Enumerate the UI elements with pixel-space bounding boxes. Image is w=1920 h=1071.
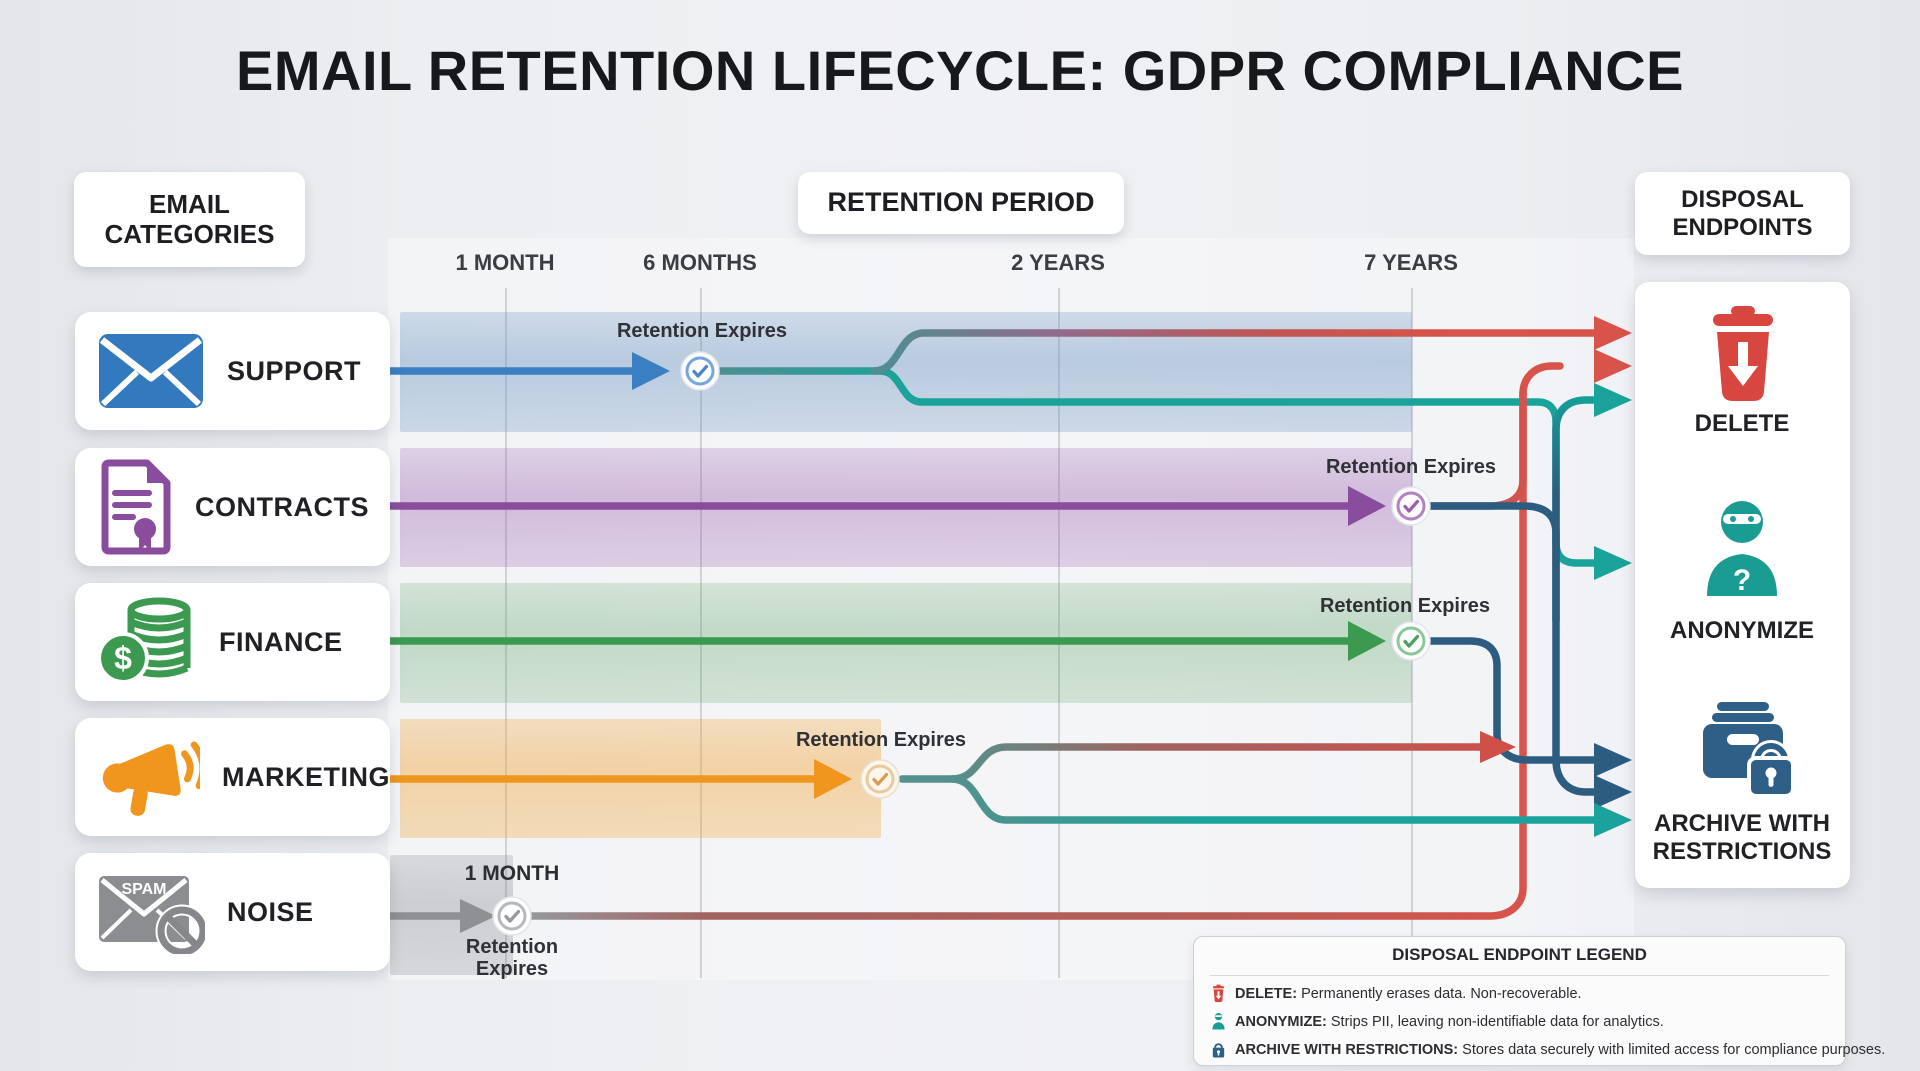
noise-expires-line2: Expires <box>475 958 549 980</box>
legend-delete-desc: Permanently erases data. Non-recoverable… <box>1301 985 1582 1002</box>
noise-category-card: SPAM NOISE <box>75 853 390 971</box>
contracts-document-icon <box>101 459 171 555</box>
support-envelope-icon <box>99 334 203 408</box>
noise-spam-envelope-icon: SPAM <box>99 876 205 954</box>
support-label: SUPPORT <box>227 355 362 386</box>
legend-anonymize-term: ANONYMIZE: <box>1235 1013 1327 1030</box>
legend-delete-term: DELETE: <box>1235 985 1298 1002</box>
marketing-megaphone-icon <box>102 741 200 816</box>
email-categories-header: EMAIL CATEGORIES <box>74 172 305 267</box>
support-retention-band <box>400 312 1412 432</box>
noise-milestone-label: 1 MONTH <box>464 862 560 885</box>
disposal-endpoint-legend: DISPOSAL ENDPOINT LEGEND DELETE: Permane… <box>1193 936 1885 1066</box>
timeline-label-6-months: 6 MONTHS <box>643 250 757 275</box>
marketing-label: MARKETING <box>222 761 390 792</box>
anonymize-person-icon: ? <box>1707 501 1777 597</box>
legend-title: DISPOSAL ENDPOINT LEGEND <box>1392 945 1647 964</box>
contracts-expires-label: Retention Expires <box>1325 456 1497 478</box>
legend-archive-icon <box>1212 1043 1225 1058</box>
retention-period-label: RETENTION PERIOD <box>827 187 1095 218</box>
finance-retention-band <box>400 583 1412 703</box>
disposal-endpoints-line2: ENDPOINTS <box>1672 213 1813 241</box>
noise-expires-line1: Retention <box>465 936 559 958</box>
support-category-card: SUPPORT <box>75 312 390 430</box>
spam-text: SPAM <box>121 881 166 898</box>
contracts-label: CONTRACTS <box>195 491 369 522</box>
legend-anonymize-icon <box>1212 1013 1225 1030</box>
finance-expires-label: Retention Expires <box>1319 595 1491 617</box>
archive-endpoint-label-line2: RESTRICTIONS <box>1652 838 1832 865</box>
timeline-label-2-years: 2 YEARS <box>1011 250 1105 275</box>
finance-category-card: $ FINANCE <box>75 583 390 701</box>
noise-label: NOISE <box>227 896 314 927</box>
marketing-expires-label: Retention Expires <box>795 729 967 751</box>
archive-lock-icon <box>1703 702 1795 798</box>
legend-archive-desc: Stores data securely with limited access… <box>1462 1041 1886 1058</box>
anonymize-endpoint-label: ANONYMIZE <box>1670 617 1814 644</box>
marketing-category-card: MARKETING <box>75 718 390 836</box>
finance-coins-icon: $ <box>97 597 191 684</box>
email-categories-line1: EMAIL <box>149 188 230 219</box>
retention-period-header: RETENTION PERIOD <box>798 172 1124 234</box>
contracts-category-card: CONTRACTS <box>75 448 390 566</box>
finance-label: FINANCE <box>219 626 343 657</box>
timeline-label-1-month: 1 MONTH <box>455 250 555 275</box>
contracts-retention-band <box>400 448 1412 567</box>
legend-item-anonymize: ANONYMIZE: Strips PII, leaving non-ident… <box>1210 1012 1664 1031</box>
support-expires-label: Retention Expires <box>616 320 788 342</box>
legend-item-delete: DELETE: Permanently erases data. Non-rec… <box>1210 984 1582 1003</box>
disposal-endpoints-line1: DISPOSAL <box>1681 185 1804 213</box>
gridline-1-month <box>505 288 507 978</box>
page-title: EMAIL RETENTION LIFECYCLE: GDPR COMPLIAN… <box>236 39 1684 102</box>
dollar-glyph: $ <box>114 640 132 676</box>
disposal-endpoints-header: DISPOSAL ENDPOINTS <box>1635 172 1850 255</box>
legend-divider <box>1210 975 1829 976</box>
legend-item-archive: ARCHIVE WITH RESTRICTIONS: Stores data s… <box>1210 1040 1885 1059</box>
question-glyph: ? <box>1733 564 1751 597</box>
delete-trash-icon <box>1713 306 1773 401</box>
email-categories-line2: CATEGORIES <box>104 218 275 249</box>
legend-archive-term: ARCHIVE WITH RESTRICTIONS: <box>1235 1041 1459 1058</box>
timeline-label-7-years: 7 YEARS <box>1364 250 1458 275</box>
legend-anonymize-desc: Strips PII, leaving non-identifiable dat… <box>1330 1013 1664 1030</box>
archive-endpoint-label-line1: ARCHIVE WITH <box>1654 810 1830 837</box>
delete-endpoint-label: DELETE <box>1694 410 1790 437</box>
legend-delete-icon <box>1212 984 1225 1003</box>
